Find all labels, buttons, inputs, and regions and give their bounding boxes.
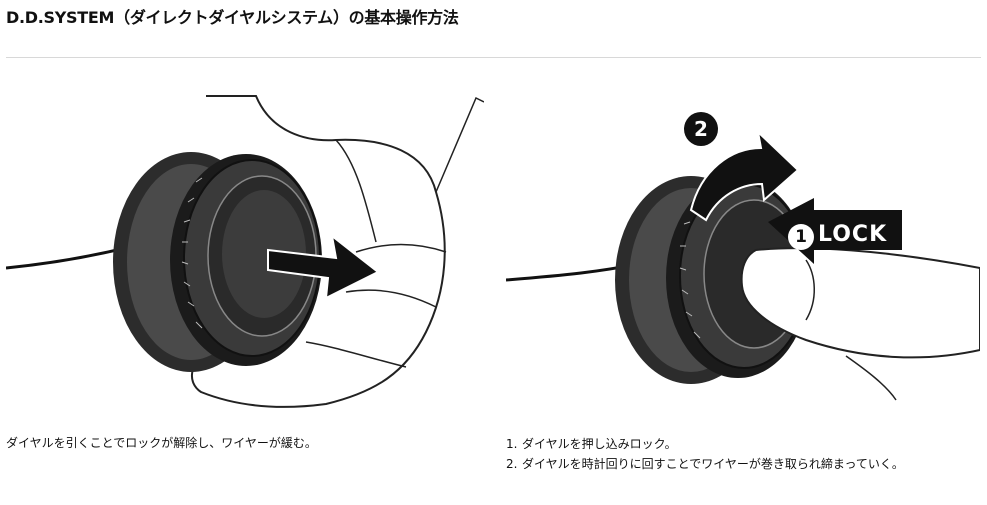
step-1-badge-number: 1: [795, 227, 807, 247]
divider: [6, 57, 981, 58]
dial-lock-illustration: [506, 129, 980, 401]
dial-release-illustration: [6, 95, 484, 408]
step-text: ダイヤルを時計回りに回すことでワイヤーが巻き取られ締まっていく。: [522, 457, 904, 471]
step-text: ダイヤルを押し込みロック。: [522, 437, 677, 451]
step-number: 1.: [506, 437, 518, 451]
list-item: 2. ダイヤルを時計回りに回すことでワイヤーが巻き取られ締まっていく。: [506, 454, 904, 474]
step-2-badge: 2: [684, 112, 718, 146]
lock-steps-list: 1. ダイヤルを押し込みロック。 2. ダイヤルを時計回りに回すことでワイヤーが巻き…: [506, 434, 904, 474]
page-title: D.D.SYSTEM（ダイレクトダイヤルシステム）の基本操作方法: [6, 8, 459, 27]
step-number: 2.: [506, 457, 518, 471]
lock-label: LOCK: [818, 222, 888, 247]
step-2-badge-number: 2: [694, 117, 708, 141]
list-item: 1. ダイヤルを押し込みロック。: [506, 434, 904, 454]
step-1-badge: 1: [788, 224, 814, 250]
release-caption: ダイヤルを引くことでロックが解除し、ワイヤーが緩む。: [6, 436, 317, 450]
